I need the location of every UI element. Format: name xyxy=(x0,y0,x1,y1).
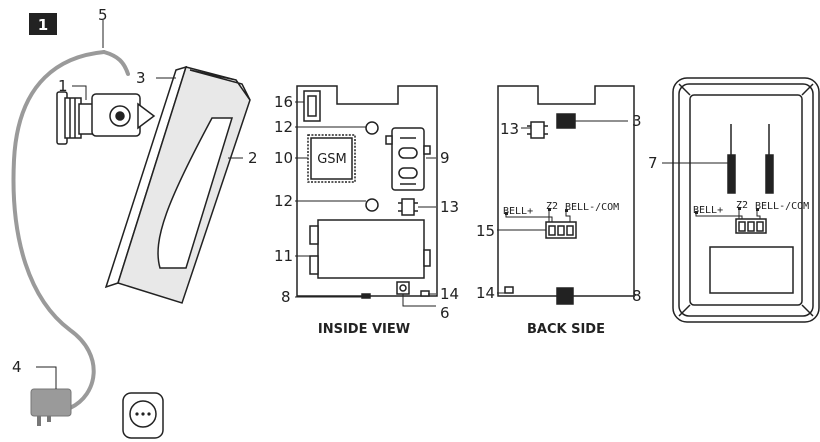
back-bell-plus-label: BELL+ xyxy=(503,206,533,217)
caption-back-side: BACK SIDE xyxy=(527,322,605,337)
plate-bell-com-label: BELL-/COM xyxy=(755,201,809,212)
callout-3-back: 3 xyxy=(632,112,642,130)
leader-lines xyxy=(36,20,728,389)
callout-2: 2 xyxy=(248,149,258,167)
callout-12-top: 12 xyxy=(274,118,293,136)
callout-14-inside: 14 xyxy=(440,285,459,303)
back-side-board xyxy=(497,85,635,305)
callout-4: 4 xyxy=(12,358,22,376)
figure-number: 1 xyxy=(38,16,48,34)
caption-inside-view: INSIDE VIEW xyxy=(318,322,410,337)
callout-10: 10 xyxy=(274,149,293,167)
wall-socket-icon xyxy=(122,392,164,439)
callout-7: 7 xyxy=(648,154,658,172)
plate-z2-label: Z2 xyxy=(736,200,748,211)
callout-13-back: 13 xyxy=(500,120,519,138)
back-z2-label: Z2 xyxy=(546,201,558,212)
callout-13-inside: 13 xyxy=(440,198,459,216)
callout-11: 11 xyxy=(274,247,293,265)
figure-badge: 1 xyxy=(29,13,57,35)
back-bell-com-label: BELL-/COM xyxy=(565,202,619,213)
mounting-plate xyxy=(672,77,820,323)
callout-14-back: 14 xyxy=(476,284,495,302)
callout-numbers: 5 1 3 2 4 16 12 10 9 12 13 11 8 14 6 13 … xyxy=(12,6,658,376)
back-terminal-dots xyxy=(505,208,568,215)
plate-terminal-dots xyxy=(695,207,759,214)
inside-view-board xyxy=(296,85,438,299)
callout-15: 15 xyxy=(476,222,495,240)
power-adapter xyxy=(30,388,72,426)
device-side-view xyxy=(104,65,251,304)
callout-8-back: 8 xyxy=(632,287,642,305)
callout-12-bottom: 12 xyxy=(274,192,293,210)
callout-5: 5 xyxy=(98,6,108,24)
gsm-chip-label: GSM xyxy=(317,152,347,167)
mounting-bracket xyxy=(56,91,156,145)
power-cable xyxy=(11,50,130,410)
callout-1: 1 xyxy=(58,77,68,95)
callout-8-inside: 8 xyxy=(281,288,291,306)
callout-3-main: 3 xyxy=(136,69,146,87)
plate-bell-plus-label: BELL+ xyxy=(693,205,723,216)
callout-6: 6 xyxy=(440,304,450,322)
callout-9: 9 xyxy=(440,149,450,167)
callout-16: 16 xyxy=(274,93,293,111)
